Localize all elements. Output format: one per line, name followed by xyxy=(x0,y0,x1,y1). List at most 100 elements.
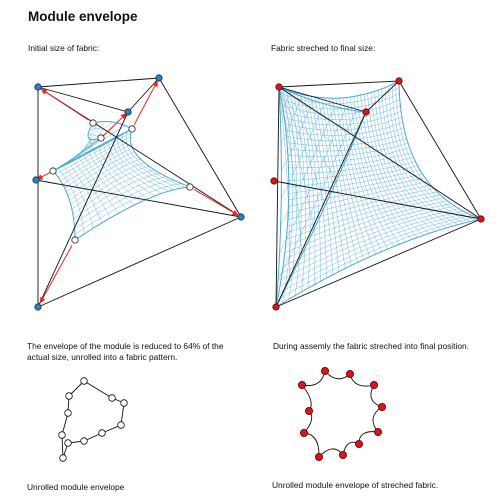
mesh-line xyxy=(346,97,394,247)
envelope-node xyxy=(58,431,66,439)
stretch-arrow xyxy=(40,88,89,121)
mesh-line xyxy=(388,85,465,224)
mesh-line xyxy=(278,215,472,294)
stretched-envelope-node xyxy=(314,452,323,461)
mesh-line xyxy=(63,165,94,229)
frame-edge xyxy=(365,80,400,113)
mesh-line xyxy=(370,92,436,232)
mesh-line xyxy=(374,91,442,230)
mesh-line xyxy=(285,197,444,247)
stretch-arrow xyxy=(36,171,52,180)
fabric-node-white xyxy=(49,167,57,175)
frame-edge xyxy=(35,179,242,218)
envelope-node xyxy=(80,377,88,385)
stretch-direction-arrows xyxy=(36,80,239,304)
mesh-line xyxy=(73,173,161,219)
mesh-line xyxy=(70,162,145,205)
mesh-line xyxy=(288,181,428,214)
corner-node-blue xyxy=(237,213,245,221)
stretched-envelope-node xyxy=(373,427,382,436)
stretched-envelope-node xyxy=(345,369,354,378)
frame-edge xyxy=(275,86,280,308)
page-title: Module envelope xyxy=(28,9,138,24)
mesh-line xyxy=(288,173,423,201)
stretched-envelope-node xyxy=(338,450,347,459)
mesh-line xyxy=(377,90,447,228)
mesh-line xyxy=(58,168,85,234)
stretched-module-frame xyxy=(273,80,482,308)
stretch-arrow xyxy=(193,188,239,216)
stretched-envelope-node xyxy=(304,406,313,415)
mesh-line xyxy=(280,106,335,227)
envelope-node xyxy=(64,439,72,447)
mesh-line xyxy=(284,200,448,253)
stretched-fabric-caption: Fabric streched to final size: xyxy=(271,43,376,53)
corner-node-blue xyxy=(34,83,42,91)
mesh-line xyxy=(395,82,476,221)
envelope-node xyxy=(65,392,73,400)
mesh-line xyxy=(88,152,135,206)
unrolled-description-caption: The envelope of the module is reduced to… xyxy=(27,341,224,362)
fabric-node-white xyxy=(128,125,136,133)
unrolled-stretched-caption: Unrolled module envelope of streched fab… xyxy=(272,480,439,490)
mesh-line xyxy=(283,206,455,267)
initial-module-frame xyxy=(35,77,242,308)
unrolled-stretched-envelope-outline xyxy=(297,366,386,461)
mesh-line xyxy=(367,93,430,234)
fabric-edge xyxy=(275,86,290,308)
fabric-edge xyxy=(278,86,367,113)
frame-edge xyxy=(37,77,160,88)
mesh-line xyxy=(278,86,315,230)
corner-node-red xyxy=(477,215,485,223)
frame-edge xyxy=(37,216,242,308)
envelope-node xyxy=(59,454,67,462)
fabric-edge xyxy=(92,120,133,130)
fabric-edge xyxy=(398,80,482,220)
corner-node-red xyxy=(275,83,283,91)
mesh-line xyxy=(391,84,470,222)
mesh-line xyxy=(73,160,111,219)
stretch-arrow xyxy=(133,80,158,126)
mesh-line xyxy=(384,87,459,225)
envelope-node xyxy=(98,429,106,437)
mesh-line xyxy=(283,203,452,260)
mesh-line xyxy=(353,96,406,242)
mesh-line xyxy=(74,176,167,225)
frame-edge xyxy=(273,180,482,220)
frame-edge xyxy=(398,80,482,220)
mesh-line xyxy=(287,188,434,227)
stretched-envelope-node xyxy=(354,439,363,448)
stretched-envelope-node xyxy=(377,402,386,411)
mesh-line xyxy=(279,108,346,254)
mesh-line xyxy=(281,208,459,274)
corner-node-red xyxy=(270,177,278,185)
fabric-edge xyxy=(278,80,400,99)
envelope-node xyxy=(108,394,116,402)
stretched-envelope-node xyxy=(299,428,308,437)
corner-node-red xyxy=(272,303,280,311)
mesh-line xyxy=(277,110,356,281)
mesh-line xyxy=(74,179,174,230)
fabric-edge xyxy=(129,128,191,188)
fabric-node-white xyxy=(89,119,97,127)
fabric-edge xyxy=(52,128,133,172)
mesh-line xyxy=(363,94,424,236)
mesh-line xyxy=(277,216,477,301)
mesh-line xyxy=(349,96,400,245)
assembly-description-caption: During assemly the fabric streched into … xyxy=(273,341,469,351)
frame-edge xyxy=(37,111,129,308)
mesh-line xyxy=(356,95,412,240)
mesh-line xyxy=(360,95,418,238)
frame-edge xyxy=(275,218,482,308)
stretched-corner-nodes xyxy=(270,77,485,311)
mesh-line xyxy=(278,86,326,205)
envelope-node xyxy=(120,399,128,407)
initial-corner-nodes xyxy=(32,74,245,311)
frame-edge xyxy=(278,80,400,88)
stretched-fabric-mesh xyxy=(275,80,482,308)
corner-node-blue xyxy=(124,108,132,116)
fabric-edge xyxy=(87,122,102,141)
stretched-envelope-outline xyxy=(301,370,384,459)
stretched-envelope-node xyxy=(297,380,306,389)
fabric-edge xyxy=(52,128,133,172)
